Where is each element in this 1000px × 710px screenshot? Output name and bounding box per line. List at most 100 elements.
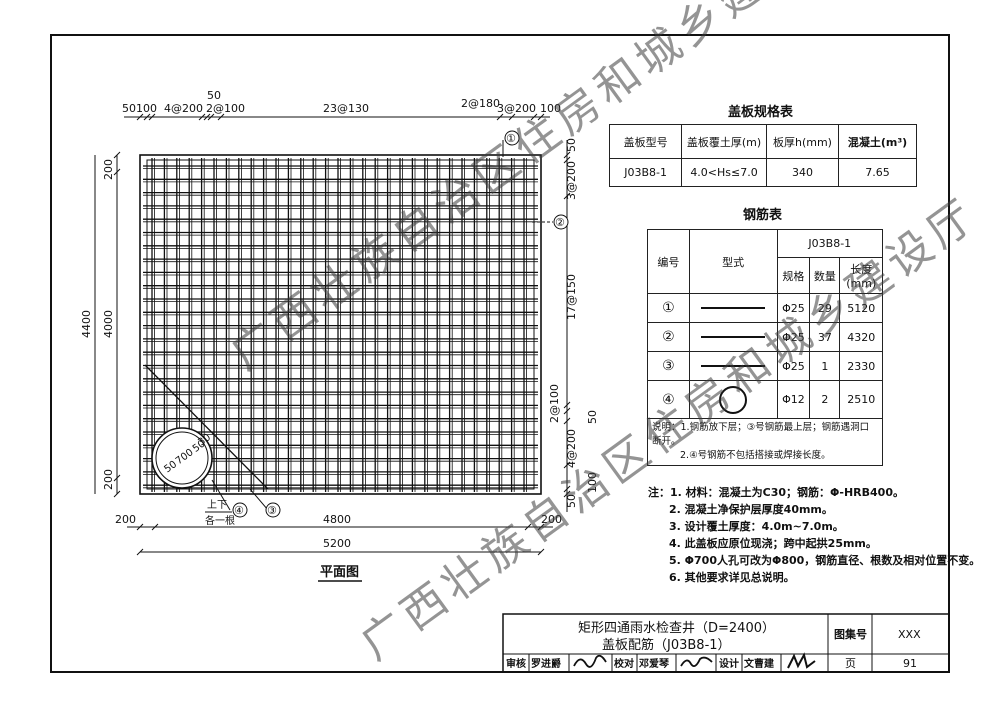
note-4: 4. 此盖板应原位现浇；跨中起拱25mm。 (669, 536, 877, 550)
left-dimension-ticks (113, 151, 121, 498)
check-signature (680, 656, 713, 667)
top-dim-2at180: 2@180 (461, 97, 500, 110)
title-line2: 盖板配筋（J03B8-1） (602, 637, 731, 653)
atlas-value: XXX (898, 628, 921, 641)
rebar-shape-bar (688, 322, 778, 352)
dimension-tick (207, 113, 215, 121)
top-dim-4at200: 4@200 (164, 102, 203, 115)
spec-cell-cover: 4.0<Hs≤7.0 (681, 158, 767, 187)
spec-cell-concrete: 7.65 (838, 158, 917, 187)
right-dim-50: 50 (565, 138, 578, 152)
dimension-tick (136, 113, 144, 121)
page-label: 页 (845, 657, 856, 670)
dimension-tick (148, 113, 156, 121)
rebar-row-3: ③ Φ25 1 2330 (647, 351, 883, 381)
rebar-table-title: 钢筋表 (743, 207, 783, 223)
top-dim-50b: 50 (207, 89, 221, 102)
dimension-tick (203, 113, 211, 121)
bottom-dim-5200: 5200 (323, 537, 351, 550)
dimension-tick (563, 417, 571, 425)
diagonal-bar-3 (144, 364, 269, 490)
review-label: 审核 (506, 657, 526, 670)
bottom-dim-200b: 200 (541, 513, 562, 526)
bottom-dim-200: 200 (115, 513, 136, 526)
page-value: 91 (903, 657, 917, 670)
top-dim-3at200: 3@200 (497, 102, 536, 115)
rebar-shape-bar (688, 293, 778, 323)
title-block (502, 613, 950, 673)
rebar-qty: 37 (809, 322, 841, 352)
top-dimension-ticks (136, 113, 545, 121)
rebar-qty: 2 (809, 380, 841, 419)
check-label: 校对 (614, 657, 634, 670)
note-5: 5. Φ700人孔可改为Φ800，钢筋直径、根数及相对位置不变。 (669, 553, 980, 567)
dimension-tick (113, 151, 121, 159)
manhole-ring-bar (155, 431, 209, 485)
slab-outline (139, 154, 542, 495)
rebar-spec: Φ25 (776, 293, 811, 323)
rebar-length: 2330 (839, 351, 883, 381)
spec-cell-thickness: 340 (765, 158, 840, 187)
dimension-tick (496, 113, 504, 121)
callout-circle-4 (232, 502, 248, 518)
dimension-tick (563, 401, 571, 409)
top-dim-2at100: 2@100 (206, 102, 245, 115)
review-name: 罗进爵 (531, 657, 561, 670)
left-dim-200b: 200 (102, 469, 115, 490)
rebar-header-shape: 型式 (688, 229, 778, 294)
callout-note-line1: 上下 (207, 499, 227, 511)
rebar-shape-bar (688, 351, 778, 381)
spec-table: 盖板型号 盖板覆土厚(m) 板厚h(mm) 混凝土(m³) J03B8-1 4.… (608, 124, 917, 187)
dimension-tick (143, 113, 151, 121)
rebar-id: ① (647, 293, 690, 323)
atlas-label: 图集号 (834, 627, 867, 641)
rebar-row-1: ① Φ25 29 5120 (647, 293, 883, 323)
dimension-tick (151, 523, 159, 531)
rebar-qty: 29 (809, 293, 841, 323)
design-label: 设计 (719, 657, 739, 670)
dimension-tick (524, 523, 532, 531)
left-dim-4000: 4000 (102, 310, 115, 338)
spec-table-title: 盖板规格表 (728, 104, 794, 120)
dimension-tick (136, 523, 144, 531)
rebar-table-notes: 说明：1.钢筋放下层；③号钢筋最上层；钢筋遇洞口断开。 2.④号钢筋不包括搭接或… (647, 418, 883, 466)
dimension-tick (508, 113, 516, 121)
dimension-tick (198, 113, 206, 121)
drawing-frame (50, 34, 950, 673)
dimension-tick (563, 192, 571, 200)
dimension-tick (217, 113, 225, 121)
rebar-grid (143, 158, 538, 492)
right-dimension-ticks (563, 151, 571, 498)
rebar-spec: Φ12 (776, 380, 811, 419)
title-line1: 矩形四通雨水检查井（D=2400） (578, 621, 775, 636)
rebar-row-4: ④ Φ12 2 2510 (647, 380, 883, 419)
spec-header-thickness: 板厚h(mm) (765, 124, 840, 159)
note-2: 2. 混凝土净保护层厚度40mm。 (669, 502, 833, 516)
note-6: 6. 其他要求详见总说明。 (669, 570, 795, 584)
check-name: 邓爱琴 (638, 657, 669, 670)
note-1: 注：1. 材料：混凝土为C30；钢筋：Φ-HRB400。 (648, 485, 904, 499)
dimension-tick (563, 151, 571, 159)
callout-leader-3 (249, 488, 269, 511)
rebar-shape-ring (688, 380, 778, 419)
callout-circle-1 (504, 130, 520, 146)
right-dim-100: 100 (586, 472, 599, 493)
dimension-tick (563, 485, 571, 493)
bottom-dim-4800: 4800 (323, 513, 351, 526)
left-dim-200: 200 (102, 159, 115, 180)
callout-note-line2: 各一根 (205, 514, 235, 527)
right-dim-50c: 50 (565, 494, 578, 508)
rebar-row-2: ② Φ25 37 4320 (647, 322, 883, 352)
dimension-tick (563, 156, 571, 164)
plan-title: 平面图 (320, 565, 359, 580)
callout-1: ① (506, 132, 516, 145)
rebar-table: 编号 型式 J03B8-1 规格 数量 长度(mm) ① Φ25 29 5120… (647, 229, 884, 466)
top-dim-100: 100 (136, 102, 157, 115)
right-dim-17at150: 17@150 (565, 274, 578, 320)
rebar-id: ② (647, 322, 690, 352)
callout-circle-3 (265, 502, 281, 518)
bottom-dimension-ticks (136, 523, 545, 556)
callout-2: ② (555, 216, 565, 229)
dimension-tick (563, 461, 571, 469)
